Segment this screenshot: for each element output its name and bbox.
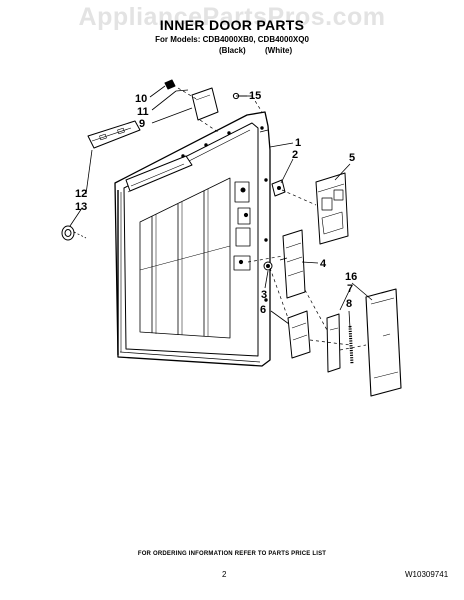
ordering-note: FOR ORDERING INFORMATION REFER TO PARTS … (137, 551, 327, 557)
callout-12: 12 (75, 188, 88, 200)
callout-10: 10 (135, 93, 148, 105)
callout-13: 13 (75, 201, 88, 213)
variant-black-label: (Black) (219, 46, 246, 55)
callout-5: 5 (349, 152, 356, 164)
callout-1: 1 (295, 137, 302, 149)
inner-door-panel (114, 111, 271, 367)
dispenser-housing (315, 172, 349, 245)
callout-11: 11 (137, 106, 149, 118)
callout-3: 3 (261, 289, 268, 301)
spring (348, 325, 354, 365)
callout-9: 9 (139, 118, 146, 130)
watermark: AppliancePartsPros.com (78, 3, 386, 31)
door-handle (87, 120, 141, 149)
latch-assembly (279, 229, 306, 299)
page-number: 2 (222, 570, 227, 579)
callout-2: 2 (292, 149, 299, 161)
nameplate (191, 87, 219, 121)
callout-8: 8 (346, 298, 353, 310)
bracket (287, 310, 311, 359)
knob (61, 225, 87, 241)
page-title: INNER DOOR PARTS (159, 17, 305, 33)
lever (326, 313, 341, 373)
document-number: W10309741 (405, 570, 449, 579)
model-subtitle: For Models: CDB4000XB0, CDB4000XQ0 (155, 35, 309, 44)
leader-lines (69, 85, 373, 329)
callout-6: 6 (260, 304, 267, 316)
callout-4: 4 (320, 258, 327, 270)
callout-15: 15 (249, 90, 262, 102)
clip-parts (164, 79, 189, 92)
fastener (271, 179, 286, 197)
callout-7: 7 (347, 283, 354, 295)
assembly-lines (177, 87, 367, 351)
spacer (263, 261, 273, 271)
side-cover (365, 288, 402, 397)
variant-white-label: (White) (265, 46, 293, 55)
callout-16: 16 (345, 271, 358, 283)
